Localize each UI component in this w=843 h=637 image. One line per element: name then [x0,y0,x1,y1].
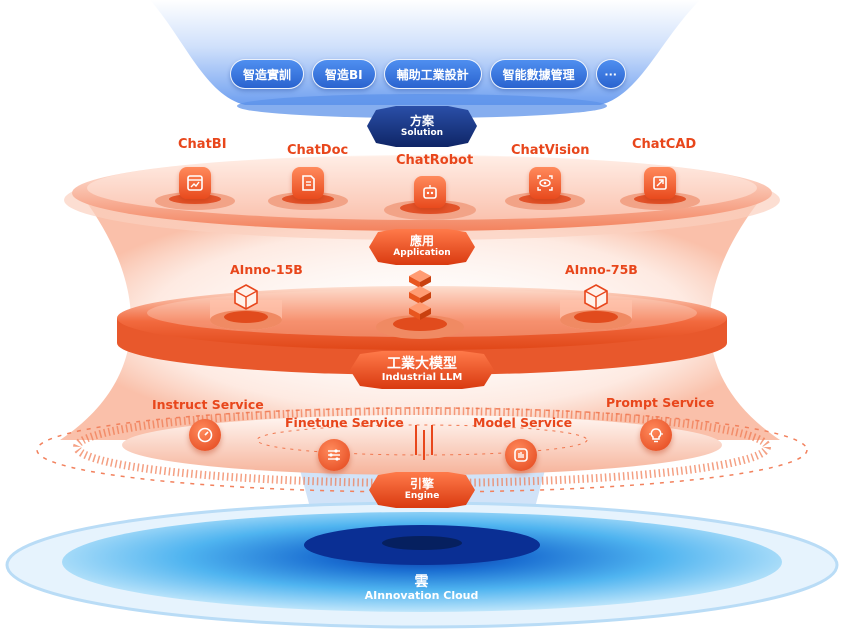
gauge-icon [189,419,221,451]
document-icon [292,167,324,199]
sliders-icon [318,439,350,471]
cube-icon [581,282,611,312]
stacked-cubes-icon [405,268,435,320]
solution-pill-design: 輔助工業設計 [383,59,482,89]
lightbulb-icon [640,419,672,451]
cube-icon [231,282,261,312]
solution-pill-training: 智造實訓 [230,59,305,89]
application-badge-en: Application [393,248,451,259]
llm-badge-cn: 工業大模型 [387,355,457,372]
app-label-chatcad: ChatCAD [632,137,697,152]
application-badge-cn: 應用 [409,234,434,249]
llm-badge-en: Industrial LLM [381,371,463,383]
model-chip-icon [505,439,537,471]
engine-badge: 引擎 Engine [369,472,475,508]
robot-icon [414,176,446,208]
service-label-prompt: Prompt Service [606,395,715,410]
application-badge: 應用 Application [369,229,475,265]
engine-badge-en: Engine [404,491,440,502]
app-label-chatvision: ChatVision [511,143,590,158]
solution-badge: 方案 Solution [367,106,477,147]
cad-expand-icon [644,167,676,199]
solution-pill-bi: 智造BI [312,59,376,89]
solution-pill-data-management: 智能數據管理 [489,59,588,89]
service-label-instruct: Instruct Service [152,397,264,412]
solution-badge-en: Solution [400,127,444,138]
service-label-finetune: Finetune Service [285,415,404,430]
cloud-title-en: AInnovation Cloud [364,589,479,602]
solution-pill-row: 智造實訓 智造BI 輔助工業設計 智能數據管理 ··· [230,59,626,89]
app-label-chatbi: ChatBI [178,137,227,152]
service-label-model: Model Service [473,415,573,430]
app-label-chatrobot: ChatRobot [396,153,474,168]
llm-badge: 工業大模型 Industrial LLM [350,351,494,389]
model-label-15b: AInno-15B [230,262,303,277]
engine-badge-cn: 引擎 [409,477,434,492]
chart-doc-icon [179,167,211,199]
cloud-title-cn: 雲 [414,574,429,590]
eye-scan-icon [529,167,561,199]
model-label-75b: AInno-75B [565,262,638,277]
app-label-chatdoc: ChatDoc [287,143,349,158]
solution-badge-cn: 方案 [409,113,434,128]
solution-pill-more: ··· [595,59,626,89]
